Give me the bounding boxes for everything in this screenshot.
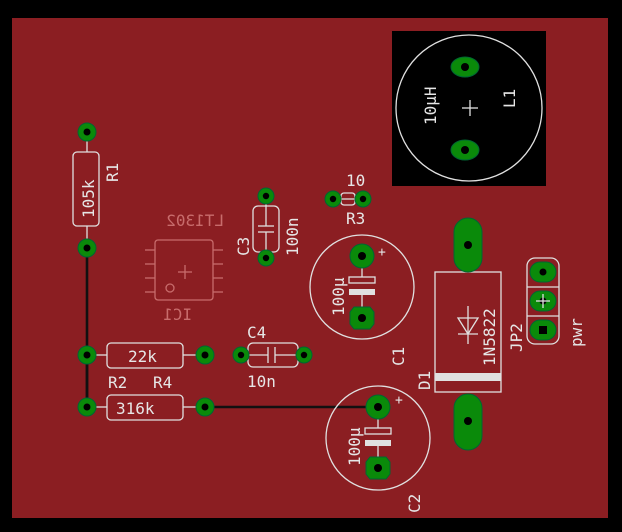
diode-d1[interactable]: 1N5822 D1 [415, 217, 502, 451]
c1-name: C1 [389, 347, 408, 366]
c2-plus: + [395, 393, 403, 408]
ic-ic1[interactable]: LT1302 IC1 [145, 211, 224, 324]
inductor-l1[interactable]: 10μH L1 [392, 31, 546, 186]
r3-name: R3 [346, 209, 365, 228]
d1-value: 1N5822 [480, 308, 499, 366]
c4-value: 10n [247, 372, 276, 391]
r4-value: 316k [116, 399, 155, 418]
capacitor-c3[interactable]: C3 100n [234, 187, 302, 267]
resistor-r2[interactable]: 22k R2 [77, 342, 215, 392]
capacitor-c1[interactable]: + 100μ C1 [309, 234, 415, 366]
jumper-jp2[interactable]: JP2 pwr [507, 257, 586, 352]
r2-value: 22k [128, 347, 157, 366]
c2-value: 100μ [345, 427, 364, 466]
r4-name: R4 [153, 373, 172, 392]
r2-name: R2 [108, 373, 127, 392]
ic1-name: IC1 [163, 305, 192, 324]
jp2-name: JP2 [507, 323, 526, 352]
l1-value: 10μH [421, 86, 440, 125]
c4-name: C4 [247, 323, 266, 342]
l1-name: L1 [500, 89, 519, 108]
c3-value: 100n [283, 217, 302, 256]
resistor-r4[interactable]: 316k R4 [77, 373, 215, 421]
resistor-r1[interactable]: 105k R1 [72, 122, 122, 258]
r1-value: 105k [79, 179, 98, 218]
c1-plus: + [378, 245, 386, 260]
resistor-r3[interactable]: 10 R3 [324, 171, 372, 228]
ic1-value: LT1302 [166, 211, 224, 230]
capacitor-c4[interactable]: C4 10n [232, 323, 313, 391]
d1-name: D1 [415, 371, 434, 390]
capacitor-c2[interactable]: + 100μ C2 [325, 385, 431, 513]
c2-name: C2 [405, 494, 424, 513]
c1-value: 100μ [329, 277, 348, 316]
r3-value: 10 [346, 171, 365, 190]
c3-name: C3 [234, 237, 253, 256]
r1-name: R1 [103, 163, 122, 182]
jp2-value: pwr [567, 318, 586, 347]
